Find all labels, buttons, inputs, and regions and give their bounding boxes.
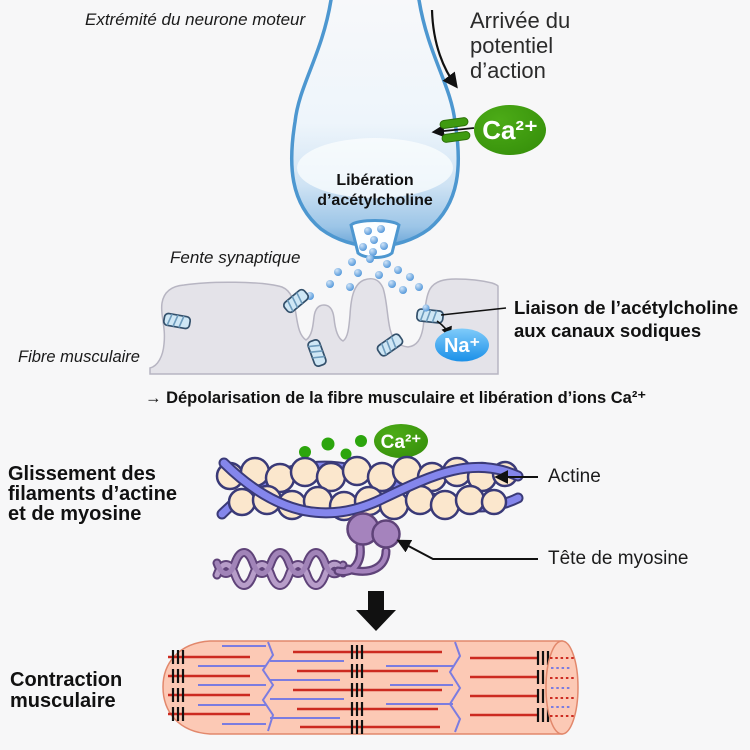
myosin-pointer-arrow [396, 539, 538, 560]
sodium-badge: Na⁺ [435, 328, 489, 362]
calcium-ions-dots [299, 435, 367, 460]
ach-release-label: Libération d’acétylcholine [317, 172, 433, 209]
z-disc-marks [171, 645, 550, 734]
sodium-channel-icon [415, 307, 445, 325]
myosin-head-label: Tête de myosine [548, 548, 689, 569]
muscle-fiber-label: Fibre musculaire [18, 348, 140, 366]
sliding-filaments-label: Glissement des filaments d’actine et de … [8, 463, 177, 525]
ach-binding-label: Liaison de l’acétylcholine aux canaux so… [514, 297, 739, 341]
down-arrow-icon [356, 591, 396, 631]
calcium-badge-top-text: Ca²⁺ [482, 115, 538, 145]
myosin-head [371, 519, 401, 549]
actin-label: Actine [548, 466, 601, 487]
calcium-badge-mid: Ca²⁺ [374, 424, 428, 458]
calcium-badge-top: Ca²⁺ [474, 105, 546, 155]
depolarization-label: → Dépolarisation de la fibre musculaire … [145, 389, 647, 407]
axon-terminal-bulb [289, 0, 461, 259]
muscle-membrane [149, 277, 507, 375]
sodium-badge-text: Na⁺ [444, 335, 480, 357]
binding-pointer-line [440, 307, 507, 316]
calcium-badge-mid-text: Ca²⁺ [381, 432, 422, 453]
action-potential-arrow [430, 9, 458, 89]
calcium-channel [431, 117, 475, 143]
muscle-fiber-cylinder [162, 640, 579, 735]
actin-filament [215, 455, 524, 522]
action-potential-label: Arrivée du potentiel d’action [470, 8, 571, 83]
synaptic-cleft-label: Fente synaptique [170, 248, 301, 267]
myosin-filament [212, 512, 401, 590]
neuron-end-label: Extrémité du neurone moteur [85, 10, 306, 29]
contraction-label: Contraction musculaire [10, 669, 123, 712]
bound-acetylcholine-dot [422, 304, 430, 312]
